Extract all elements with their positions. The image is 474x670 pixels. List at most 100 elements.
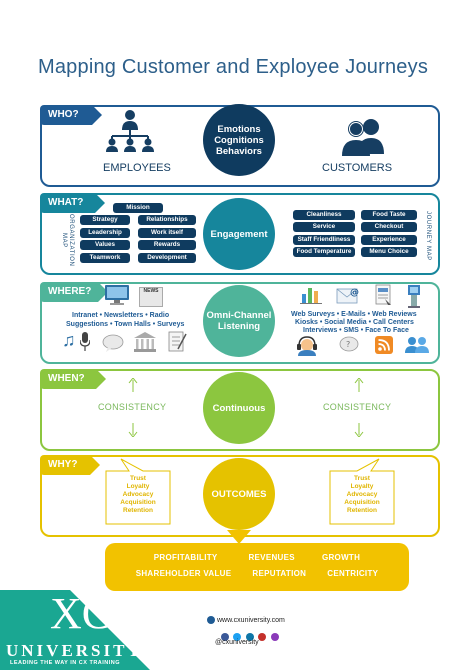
mission-pill: Mission (113, 203, 163, 213)
music-note-icon: ♫ (62, 330, 76, 350)
consistency-right-label: CONSISTENCY (323, 402, 392, 412)
facebook-icon[interactable] (221, 633, 229, 641)
tagline: LEADING THE WAY IN CX TRAINING (10, 660, 121, 666)
right-up-arrow-icon (354, 378, 364, 392)
right-outcome-list: Trust Loyalty Advocacy Acquisition Reten… (330, 475, 394, 515)
page-title: Mapping Customer and Exployee Journeys (38, 56, 429, 78)
handle-text[interactable]: @cxuniversity (215, 639, 259, 646)
right-loyalty: Loyalty (350, 483, 374, 490)
growth-label: GROWTH (321, 553, 361, 562)
circle-line-behaviors: Behaviors (216, 145, 262, 157)
right-advocacy: Advocacy (346, 491, 378, 498)
organization-map-label: ORGANIZATION MAP (61, 213, 74, 267)
who-tag: WHO? (40, 105, 102, 125)
engagement-label: Engagement (210, 228, 268, 240)
social-icons-row (221, 628, 279, 641)
town-hall-icon (134, 332, 156, 352)
svg-text:@: @ (350, 288, 359, 298)
experience-pill: Experience (361, 235, 417, 245)
cleanliness-pill: Cleanliness (293, 210, 355, 220)
strategy-pill: Strategy (80, 215, 130, 225)
left-up-arrow-icon (128, 378, 138, 392)
consistency-left-label: CONSISTENCY (98, 402, 167, 412)
omni-channel-circle: Omni-Channel Listening (203, 285, 275, 357)
where-right-line-3: Interviews • SMS • Face To Face (303, 327, 409, 334)
revenues-label: REVENUES (248, 553, 295, 562)
continuous-label: Continuous (212, 402, 266, 414)
journey-map-label: JOURNEY MAP (425, 211, 431, 261)
what-tag: WHAT? (40, 193, 105, 213)
food-temperature-pill: Food Temperature (293, 247, 355, 257)
employees-icon (106, 110, 154, 152)
left-down-arrow-icon (128, 423, 138, 437)
rss-icon (375, 336, 393, 354)
leadership-pill: Leadership (80, 228, 130, 238)
where-left-line-2: Suggestions • Town Halls • Surveys (66, 321, 185, 328)
who-circle: Emotions Cognitions Behaviors (203, 104, 275, 176)
computer-icon (105, 285, 129, 305)
website-row[interactable]: www.cxuniversity.com (207, 616, 285, 624)
when-tag: WHEN? (40, 369, 106, 389)
rewards-pill: Rewards (138, 240, 196, 250)
where-right-line-2: Kiosks • Social Media • Call Centers (295, 319, 414, 326)
outcomes-circle: OUTCOMES (203, 458, 275, 530)
service-pill: Service (293, 222, 355, 232)
university-brand: UNIVERSITY (6, 641, 143, 660)
centricity-label: CENTRICITY (327, 569, 379, 578)
engagement-circle: Engagement (203, 198, 275, 270)
results-pointer-icon (227, 530, 251, 544)
employees-label: EMPLOYEES (103, 162, 171, 174)
values-pill: Values (80, 240, 130, 250)
results-row-2: SHAREHOLDER VALUE REPUTATION CENTRICITY (105, 569, 409, 578)
results-banner (105, 543, 409, 591)
left-outcome-box-icon (105, 458, 171, 525)
right-retention: Retention (347, 507, 377, 514)
where-right-line-1: Web Surveys • E-Mails • Web Reviews (291, 311, 417, 318)
circle-line-emotions: Emotions (217, 123, 261, 135)
survey-clipboard-icon (168, 331, 187, 352)
cx-logo-mark: XC (50, 589, 112, 638)
where-left-line-1: Intranet • Newsletters • Radio (72, 312, 170, 319)
headset-icon (297, 336, 317, 356)
newspaper-icon: NEWS (139, 287, 163, 307)
staff-friendliness-pill: Staff Friendliness (293, 235, 355, 245)
right-outcome-box-icon (329, 458, 395, 525)
circle-line-cognitions: Cognitions (214, 134, 264, 146)
website-link[interactable]: www.cxuniversity.com (216, 616, 285, 624)
microphone-icon (80, 332, 90, 351)
instagram-icon[interactable] (270, 633, 279, 641)
food-taste-pill: Food Taste (361, 210, 417, 220)
profitability-label: PROFITABILITY (153, 553, 218, 562)
where-tag: WHERE? (40, 282, 108, 302)
left-acquisition: Acquisition (120, 499, 156, 506)
reputation-label: REPUTATION (252, 569, 307, 578)
face-to-face-icon (405, 337, 429, 353)
svg-text:?: ? (346, 340, 350, 349)
news-label: NEWS (143, 288, 159, 294)
omni-channel-line-1: Omni-Channel (206, 310, 272, 321)
teamwork-pill: Teamwork (80, 253, 130, 263)
checkout-pill: Checkout (361, 222, 417, 232)
youtube-icon[interactable] (258, 633, 267, 641)
outcomes-label: OUTCOMES (211, 488, 267, 500)
right-acquisition: Acquisition (344, 499, 380, 506)
right-trust: Trust (354, 475, 370, 482)
left-trust: Trust (130, 475, 146, 482)
twitter-icon[interactable] (233, 633, 242, 641)
customers-label: CUSTOMERS (322, 162, 393, 174)
omni-channel-line-2: Listening (217, 321, 261, 332)
kiosk-icon (408, 285, 420, 308)
linkedin-icon[interactable] (245, 633, 254, 641)
relationships-pill: Relationships (138, 215, 196, 225)
left-retention: Retention (123, 507, 153, 514)
left-advocacy: Advocacy (122, 491, 154, 498)
continuous-circle: Continuous (203, 372, 275, 444)
work-itself-pill: Work itself (138, 228, 196, 238)
results-row-1: PROFITABILITY REVENUES GROWTH (105, 553, 409, 562)
left-outcome-list: Trust Loyalty Advocacy Acquisition Reten… (106, 475, 170, 515)
email-icon: @ (336, 288, 359, 304)
left-loyalty: Loyalty (126, 483, 150, 490)
web-review-icon (375, 284, 391, 305)
globe-icon (207, 616, 215, 624)
development-pill: Development (138, 253, 196, 263)
